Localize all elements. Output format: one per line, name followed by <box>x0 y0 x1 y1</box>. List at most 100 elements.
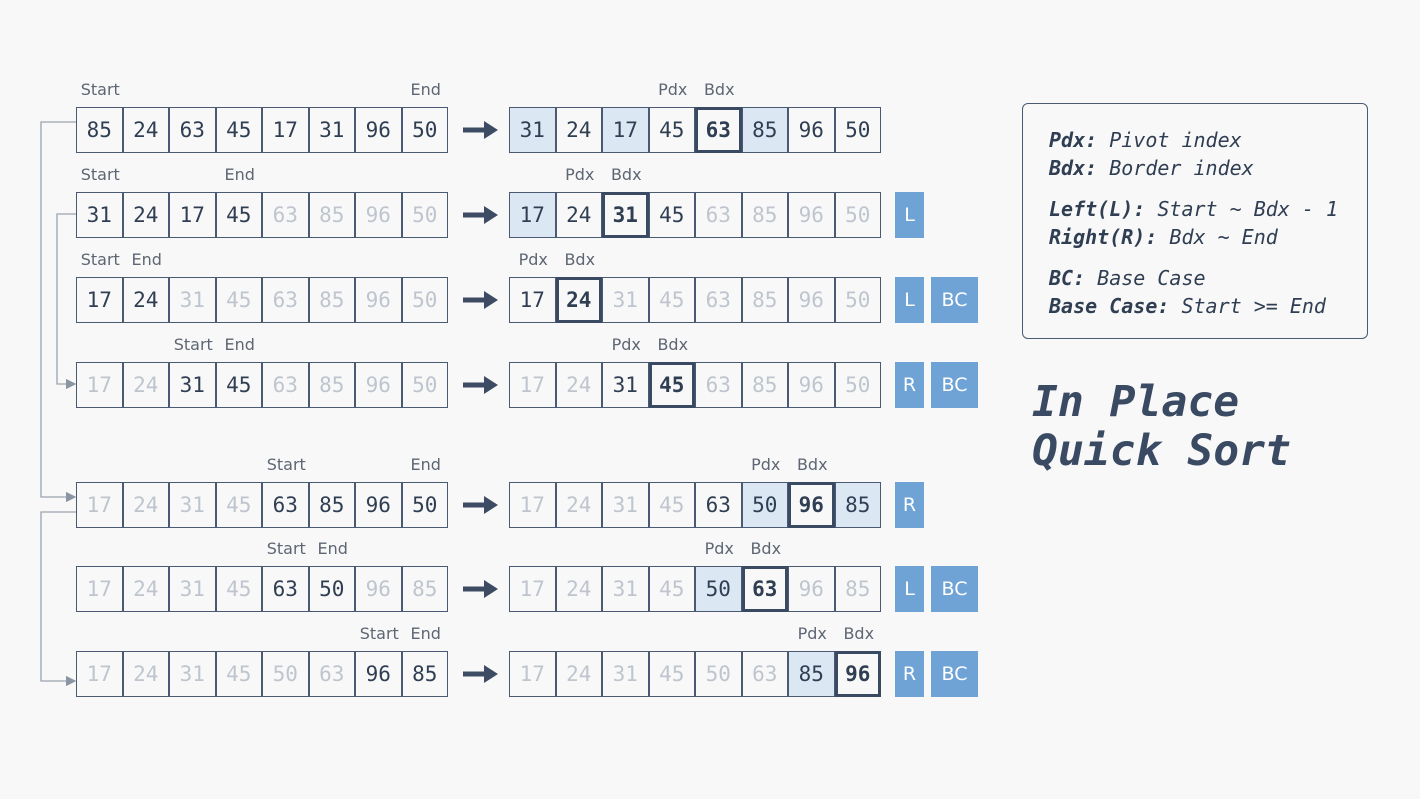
after-cell: 63 <box>741 651 788 697</box>
start-label: Start <box>80 80 120 99</box>
bdx-label: Bdx <box>750 539 782 558</box>
pdx-label: Pdx <box>751 455 781 474</box>
before-cell: 24 <box>122 482 169 528</box>
before-cell: 63 <box>169 107 216 153</box>
before-cell: 45 <box>215 566 262 612</box>
end-label: End <box>410 455 441 474</box>
before-cell: 17 <box>76 277 123 323</box>
after-cell: 63 <box>695 192 742 238</box>
after-cell: 24 <box>555 651 602 697</box>
connector-line <box>56 213 77 390</box>
after-cell: 50 <box>834 277 881 323</box>
bdx-label: Bdx <box>657 335 689 354</box>
before-cell: 31 <box>169 566 216 612</box>
after-cell: 24 <box>555 192 602 238</box>
after-cell: 45 <box>648 277 695 323</box>
after-cell: 45 <box>648 362 695 408</box>
tag-r: R <box>895 362 924 408</box>
before-cell: 85 <box>76 107 123 153</box>
before-cell: 17 <box>169 192 216 238</box>
pdx-label: Pdx <box>518 250 548 269</box>
end-label: End <box>410 624 441 643</box>
step-arrow-head <box>484 121 498 139</box>
step-arrow-head <box>484 496 498 514</box>
after-cell: 85 <box>741 192 788 238</box>
step-arrow-head <box>484 580 498 598</box>
before-cell: 96 <box>355 566 402 612</box>
after-cell: 24 <box>555 277 602 323</box>
after-cell: 17 <box>509 277 556 323</box>
after-cell: 45 <box>648 566 695 612</box>
before-cell: 31 <box>76 192 123 238</box>
after-cell: 50 <box>834 107 881 153</box>
before-cell: 50 <box>401 192 448 238</box>
after-cell: 63 <box>695 107 742 153</box>
after-cell: 85 <box>834 566 881 612</box>
after-cell: 31 <box>602 651 649 697</box>
tag-bc: BC <box>931 566 978 612</box>
after-cell: 31 <box>602 277 649 323</box>
before-cell: 24 <box>122 362 169 408</box>
start-label: Start <box>80 250 120 269</box>
title-line-1: In Place <box>1032 377 1240 427</box>
before-cell: 96 <box>355 192 402 238</box>
bdx-label: Bdx <box>564 250 596 269</box>
pdx-label: Pdx <box>704 539 734 558</box>
after-cell: 45 <box>648 107 695 153</box>
after-cell: 17 <box>509 192 556 238</box>
after-cell: 24 <box>555 482 602 528</box>
after-cell: 63 <box>695 482 742 528</box>
before-cell: 85 <box>401 566 448 612</box>
legend-bdx: Bdx: Border index <box>1049 156 1254 180</box>
after-cell: 31 <box>602 192 649 238</box>
before-cell: 17 <box>76 651 123 697</box>
tag-r: R <box>895 651 924 697</box>
connector-line <box>40 121 77 503</box>
legend-base-case: Base Case: Start >= End <box>1049 294 1326 318</box>
bdx-label: Bdx <box>796 455 828 474</box>
pdx-label: Pdx <box>658 80 688 99</box>
after-cell: 85 <box>741 362 788 408</box>
after-cell: 96 <box>788 277 835 323</box>
after-cell: 31 <box>509 107 556 153</box>
before-cell: 17 <box>76 362 123 408</box>
after-cell: 96 <box>788 482 835 528</box>
after-cell: 96 <box>788 362 835 408</box>
legend-right: Right(R): Bdx ~ End <box>1049 225 1278 249</box>
after-cell: 96 <box>788 107 835 153</box>
before-cell: 31 <box>169 651 216 697</box>
bdx-label: Bdx <box>703 80 735 99</box>
end-label: End <box>317 539 348 558</box>
after-cell: 45 <box>648 192 695 238</box>
step-arrow-head <box>484 291 498 309</box>
before-cell: 96 <box>355 107 402 153</box>
end-label: End <box>224 335 255 354</box>
start-label: Start <box>266 455 306 474</box>
before-cell: 24 <box>122 651 169 697</box>
pdx-label: Pdx <box>797 624 827 643</box>
step-arrow-head <box>484 206 498 224</box>
before-cell: 85 <box>308 362 355 408</box>
after-cell: 24 <box>555 362 602 408</box>
before-cell: 63 <box>308 651 355 697</box>
before-cell: 96 <box>355 482 402 528</box>
after-cell: 45 <box>648 651 695 697</box>
after-cell: 31 <box>602 362 649 408</box>
before-cell: 85 <box>401 651 448 697</box>
before-cell: 45 <box>215 107 262 153</box>
legend-left: Left(L): Start ~ Bdx - 1 <box>1049 197 1338 221</box>
before-cell: 31 <box>169 362 216 408</box>
before-cell: 96 <box>355 362 402 408</box>
pdx-label: Pdx <box>565 165 595 184</box>
step-arrow-head <box>484 665 498 683</box>
before-cell: 50 <box>401 482 448 528</box>
diagram-title: In Place Quick Sort <box>1032 378 1291 476</box>
after-cell: 31 <box>602 482 649 528</box>
before-cell: 63 <box>262 277 309 323</box>
before-cell: 96 <box>355 651 402 697</box>
after-cell: 50 <box>834 192 881 238</box>
pdx-label: Pdx <box>611 335 641 354</box>
legend-box: Pdx: Pivot index Bdx: Border index Left(… <box>1022 103 1368 339</box>
